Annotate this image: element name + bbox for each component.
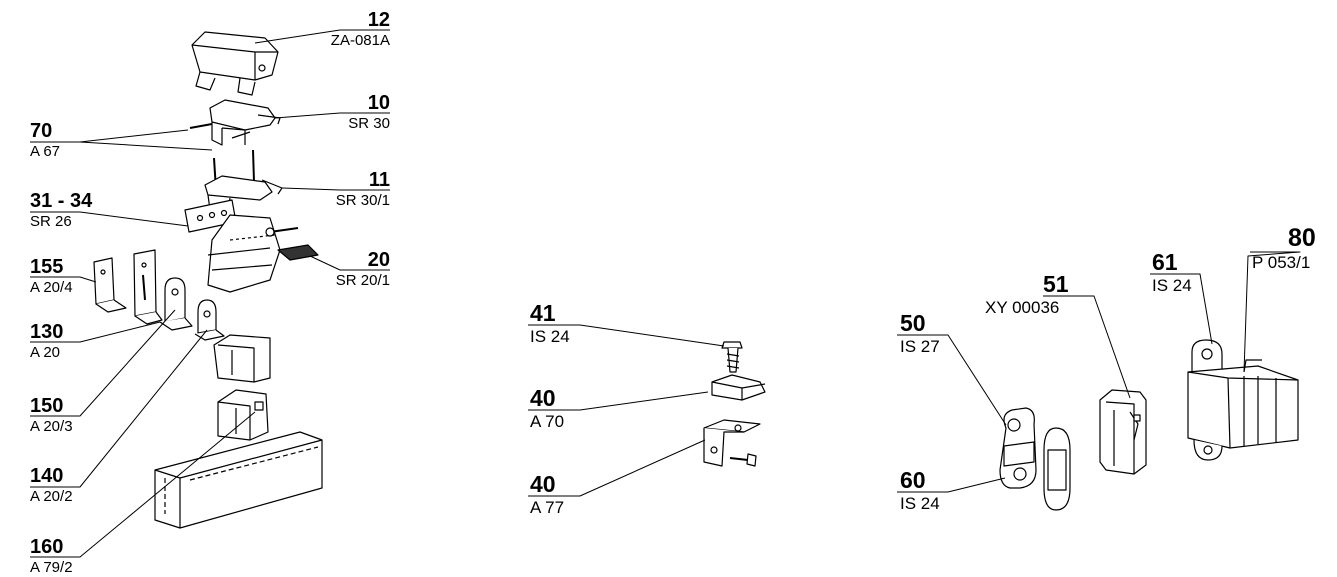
callout-code: P 053/1 [1252,253,1311,272]
part-40-stop [711,374,766,401]
callout-code: IS 24 [900,494,940,513]
callout-number: 150 [30,395,64,417]
callout-140: 140 A 20/2 [30,466,73,504]
callout-31-34: 31 - 34 SR 26 [30,191,92,229]
callout-code: A 20 [30,344,61,361]
callout-70: 70 A 67 [30,121,60,159]
callout-code: SR 26 [30,213,72,230]
callout-160: 160 A 79/2 [30,537,73,575]
callout-number: 155 [30,256,64,278]
callout-11: 11 SR 30/1 [310,170,390,208]
callout-number: 60 [900,467,926,493]
part-10-plate [189,99,281,146]
part-150-angle [159,277,225,341]
callout-code: IS 27 [900,337,940,356]
callout-number: 40 [530,471,556,497]
callout-number: 51 [1043,271,1069,297]
callout-155: 155 A 20/4 [30,257,73,295]
callout-number: 12 [367,9,390,31]
part-51-guide [1099,389,1147,475]
part-160-clip [217,389,269,441]
callout-80: 80 P 053/1 [1252,224,1316,272]
callout-number: 11 [368,169,390,191]
callout-40-a77: 40 A 77 [530,471,565,517]
callout-code: XY 00036 [985,298,1060,317]
callout-code: A 79/2 [30,559,73,576]
callout-number: 40 [530,385,556,411]
callout-number: 70 [30,120,53,142]
callout-130: 130 A 20 [30,322,63,360]
callout-code: A 20/3 [30,418,73,435]
callout-code: SR 30/1 [335,192,390,209]
callout-code: IS 24 [1152,276,1192,295]
callout-61: 61 IS 24 [1152,249,1192,295]
callout-code: ZA-081A [330,32,390,49]
part-12-cap [191,31,279,96]
callout-10: 10 SR 30 [310,93,390,131]
callout-60: 60 IS 24 [900,467,940,513]
part-wheel-block [207,214,319,293]
callout-51: 51 XY 00036 [985,271,1094,317]
callout-40-a70: 40 A 70 [530,385,565,431]
part-11-carriage [204,149,283,213]
part-155-brackets [93,249,163,325]
callout-code: A 77 [530,498,565,517]
callout-number: 20 [367,249,390,271]
callout-code: A 70 [530,412,565,431]
callout-20: 20 SR 20/1 [310,250,390,288]
callout-code: A 20/2 [30,488,73,505]
callout-code: A 20/4 [30,279,73,296]
callout-12: 12 ZA-081A [310,10,390,48]
track-rail [154,431,323,529]
callout-number: 10 [367,92,390,114]
callout-code: IS 24 [530,327,570,346]
callout-number: 31 - 34 [30,190,93,212]
part-40-angle [703,419,761,467]
callout-code: A 67 [30,143,61,160]
callout-number: 160 [30,536,64,558]
leader-lines [30,29,1301,558]
part-61-80-holder [1187,339,1299,461]
callout-number: 140 [30,465,64,487]
part-oval-guide [1043,427,1071,511]
callout-41: 41 IS 24 [530,300,570,346]
callout-code: SR 30 [348,115,390,132]
callout-150: 150 A 20/3 [30,396,73,434]
callout-code: SR 20/1 [335,272,390,289]
callout-number: 50 [900,310,926,336]
callout-50: 50 IS 27 [900,310,940,356]
callout-number: 130 [30,321,64,343]
callout-number: 80 [1288,224,1316,252]
part-50-clip [999,407,1037,489]
callout-number: 41 [530,300,556,326]
callout-number: 61 [1152,249,1178,275]
part-140-bracket [213,334,271,383]
part-41-screw [721,341,743,373]
